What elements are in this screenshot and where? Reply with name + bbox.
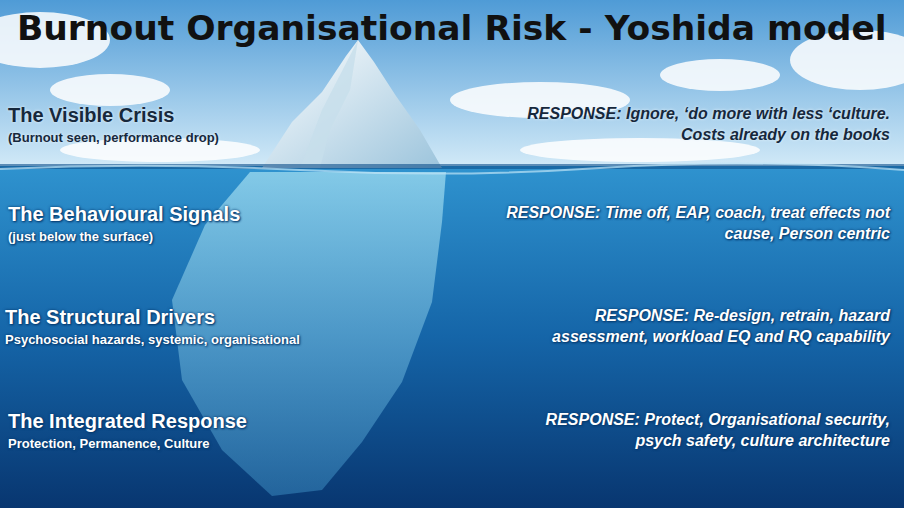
response-text: RESPONSE: Time off, EAP, coach, treat ef… (500, 203, 890, 245)
level-subtitle: Psychosocial hazards, systemic, organisa… (5, 332, 300, 347)
response-text: RESPONSE: Ignore, ‘do more with less ‘cu… (500, 104, 890, 146)
level-subtitle: Protection, Permanence, Culture (8, 436, 210, 451)
level-heading: The Integrated Response (8, 410, 247, 433)
level-heading: The Visible Crisis (8, 104, 174, 127)
level-heading: The Structural Drivers (5, 306, 215, 329)
response-text: RESPONSE: Protect, Organisational securi… (500, 410, 890, 452)
level-heading: The Behavioural Signals (8, 203, 240, 226)
level-subtitle: (just below the surface) (8, 229, 153, 244)
level-subtitle: (Burnout seen, performance drop) (8, 130, 219, 145)
diagram-title: Burnout Organisational Risk - Yoshida mo… (17, 8, 887, 48)
response-text: RESPONSE: Re-design, retrain, hazard ass… (500, 306, 890, 348)
